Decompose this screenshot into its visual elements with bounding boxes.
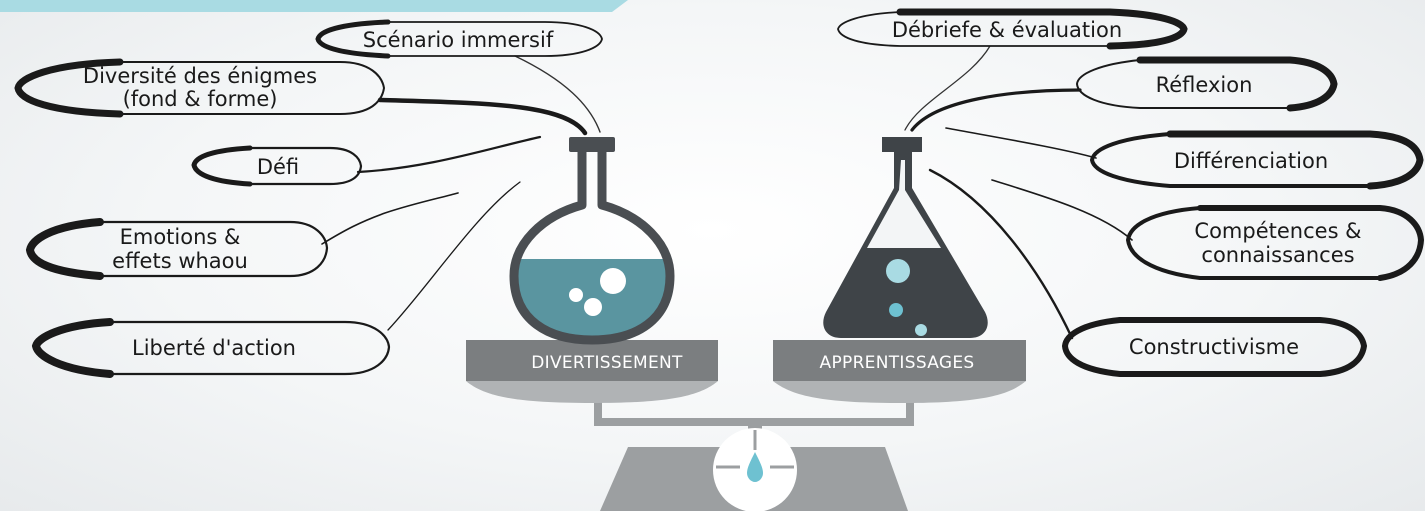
connector-diversite: [377, 97, 588, 136]
label-liberte: Liberté d'action: [132, 336, 296, 360]
label-defi: Défi: [257, 155, 299, 179]
bubble-defi: [191, 145, 363, 187]
label-differenciation: Différenciation: [1174, 149, 1328, 173]
right-pan-label: APPRENTISSAGES: [820, 353, 975, 373]
connector-scenario: [514, 55, 601, 133]
bubble-liberte: [31, 318, 391, 378]
connector-emotions: [321, 192, 459, 245]
bubble-constructivisme: [1061, 317, 1368, 377]
connector-differenciation: [945, 127, 1097, 159]
bubble-competences: [1125, 205, 1425, 281]
label-diversite-line2: (fond & forme): [123, 87, 278, 111]
connector-debriefe: [904, 45, 991, 131]
scale: DIVERTISSEMENT APPRENTISSAGES: [466, 340, 1026, 511]
connector-competences: [991, 179, 1133, 241]
label-emotions-line1: Emotions &: [120, 225, 241, 249]
erlenmeyer-flask-icon: [823, 137, 988, 338]
bubbles: [14, 8, 1425, 378]
connector-reflexion: [910, 88, 1082, 132]
bubble-differenciation: [1089, 130, 1424, 190]
water-drop-icon: [747, 452, 763, 482]
connector-defi: [356, 135, 542, 174]
label-debriefe: Débriefe & évaluation: [892, 18, 1122, 42]
top-accent-bar: [0, 0, 628, 12]
right-pan-bowl: [773, 381, 1026, 403]
connector-liberte: [387, 181, 521, 331]
label-competences-line2: connaissances: [1201, 243, 1354, 267]
bubble-emotions: [25, 218, 329, 280]
connector-constructivisme: [928, 168, 1074, 340]
label-diversite-line1: Diversité des énigmes: [83, 64, 317, 88]
connector-lines: [321, 45, 1133, 340]
label-reflexion: Réflexion: [1156, 73, 1253, 97]
bubble-diversite: [14, 58, 386, 118]
bubble-labels: Scénario immersif Diversité des énigmes …: [83, 18, 1362, 360]
left-pan-bowl: [466, 381, 718, 403]
bubble-scenario: [315, 19, 603, 59]
bubble-debriefe: [837, 8, 1188, 50]
bubble-reflexion: [1075, 56, 1338, 112]
label-scenario: Scénario immersif: [363, 28, 554, 52]
label-emotions-line2: effets whaou: [112, 249, 248, 273]
left-pan-band: [466, 340, 718, 381]
right-pan-band: [773, 340, 1026, 381]
round-bottom-flask-icon: [509, 137, 675, 345]
label-constructivisme: Constructivisme: [1129, 335, 1299, 359]
label-competences-line1: Compétences &: [1194, 219, 1361, 243]
left-pan-label: DIVERTISSEMENT: [531, 353, 683, 373]
